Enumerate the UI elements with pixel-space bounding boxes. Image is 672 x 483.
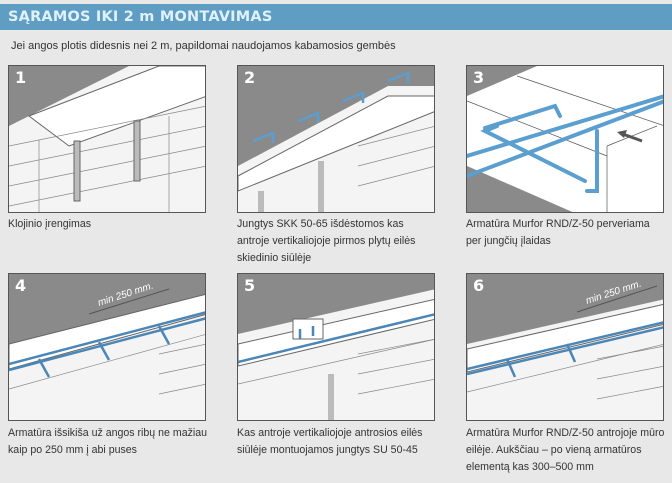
step-number: 4 <box>15 276 27 295</box>
step-2-illustration: 2 <box>237 65 435 213</box>
intro-text: Jei angos plotis didesnis nei 2 m, papil… <box>11 40 396 52</box>
page-header: SĄRAMOS IKI 2 m MONTAVIMAS <box>0 4 672 30</box>
step-number: 2 <box>244 68 256 87</box>
step-number: 3 <box>473 68 485 87</box>
page-title: SĄRAMOS IKI 2 m MONTAVIMAS <box>8 9 273 25</box>
step-1-caption: Klojinio įrengimas <box>8 218 92 230</box>
dimension-label: min 250 mm. <box>97 281 155 309</box>
step-number: 6 <box>473 276 485 295</box>
step-5-caption: Kas antroje vertikaliojoje antrosios eil… <box>237 427 423 456</box>
step-number: 1 <box>15 68 27 87</box>
step-3-caption: Armatūra Murfor RND/Z-50 perveriama per … <box>466 218 650 247</box>
step-number: 5 <box>244 276 256 295</box>
step-4-caption: Armatūra išsikiša už angos ribų ne mažia… <box>8 427 208 456</box>
step-4-illustration: min 250 mm. 4 <box>8 273 206 421</box>
step-1-illustration: 1 <box>8 65 206 213</box>
step-5-illustration: 5 <box>237 273 435 421</box>
dimension-label: min 250 mm. <box>585 279 643 307</box>
step-2-caption: Jungtys SKK 50-65 išdėstomos kas antroje… <box>237 218 416 264</box>
step-6-caption: Armatūra Murfor RND/Z-50 antrojoje mūro … <box>466 427 665 473</box>
step-3-illustration: 3 <box>466 65 664 213</box>
step-6-illustration: min 250 mm. 6 <box>466 273 664 421</box>
